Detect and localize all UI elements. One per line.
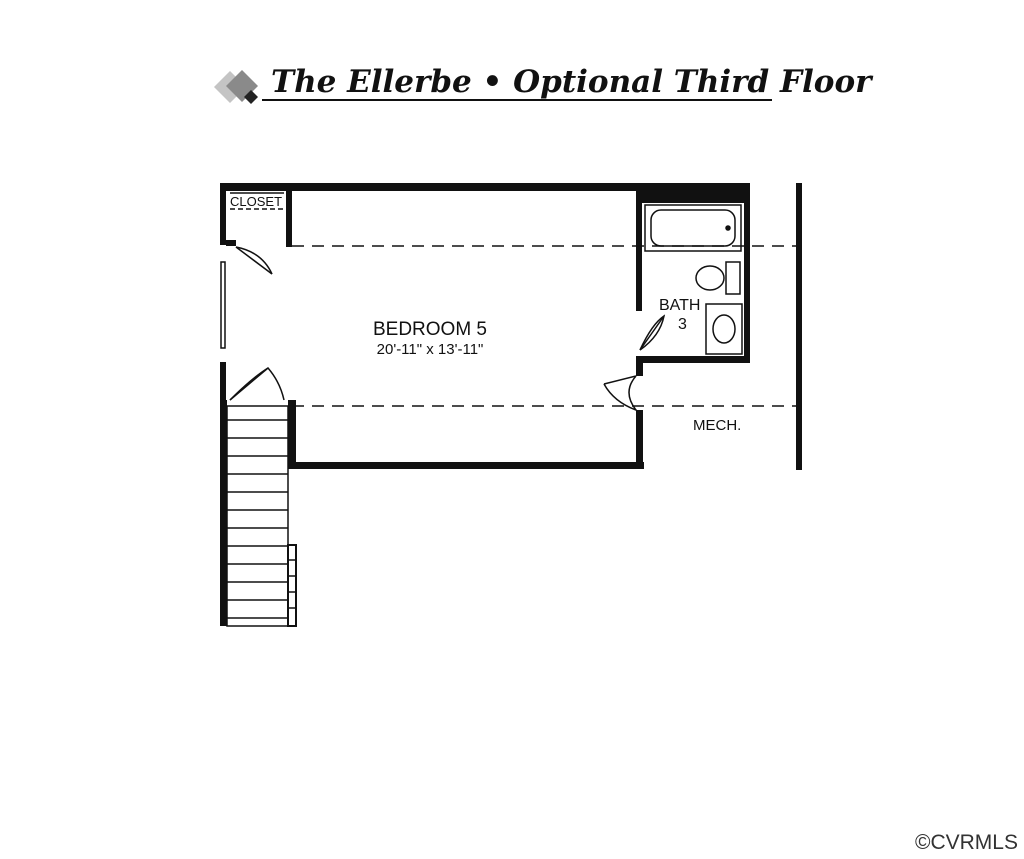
plan-title: The Ellerbe • Optional Third Floor [271,64,874,100]
bath-vanity [705,303,743,355]
copyright-watermark: ©CVRMLS [915,831,1018,854]
toilet [695,261,741,295]
closet: CLOSET [230,192,284,210]
bath-number: 3 [678,316,687,333]
bath-label: BATH [659,297,700,314]
exterior-walls [220,183,802,626]
mech-door-swing [603,375,639,412]
closet-label: CLOSET [230,194,282,209]
bathtub [644,204,742,252]
staircase [226,405,297,627]
stair-door-swing [229,367,285,401]
bath-door-swing [639,314,666,351]
mech-label: MECH. [693,417,741,434]
bedroom-dimensions: 20'-11" x 13'-11" [377,341,484,358]
diamond-logo-icon [214,70,258,104]
bedroom-label: BEDROOM 5 [373,319,487,340]
closet-door-swing [235,246,273,275]
left-window [220,261,226,349]
